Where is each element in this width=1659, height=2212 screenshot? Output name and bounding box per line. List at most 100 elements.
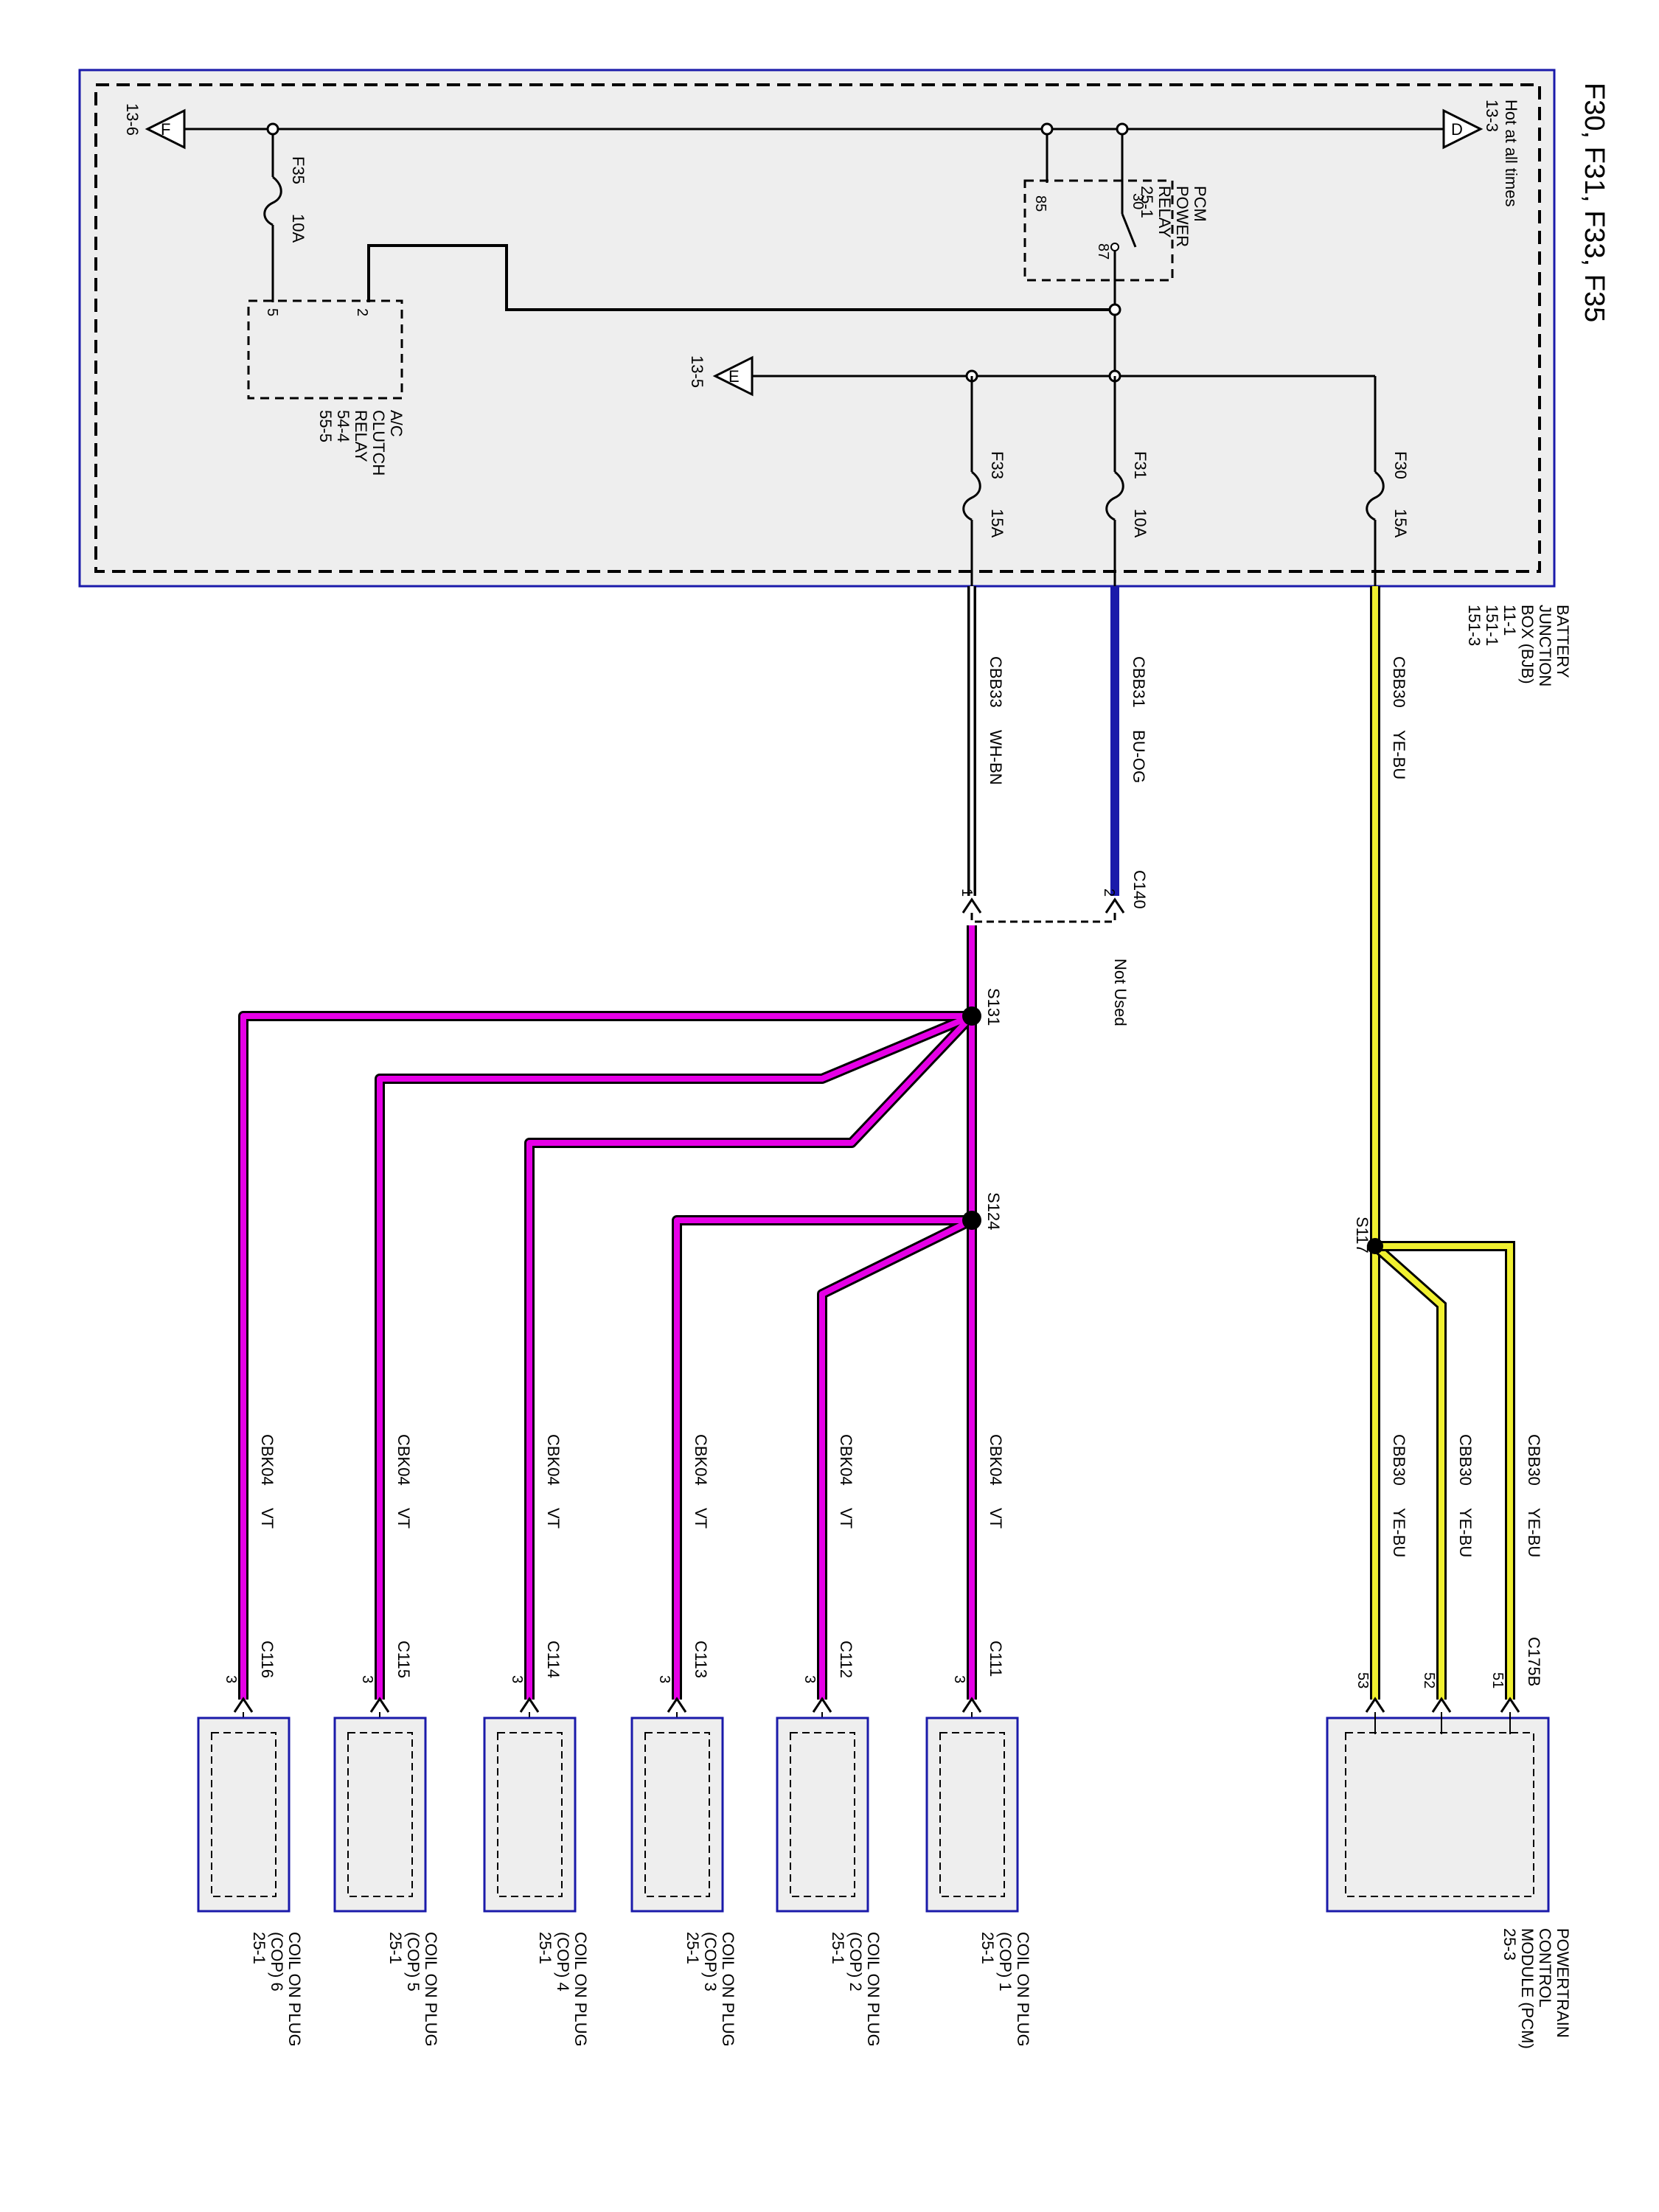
wire-cbb30-to-51-fill [1375,1243,1513,1700]
c175b-pin-53-symbol [1365,1697,1385,1713]
cbk04-cop3-circuit: CBK04 [692,1434,710,1486]
cbk04-cop2-circuit: CBK04 [837,1434,855,1486]
cop-4-label-1: COIL ON PLUG [571,1932,590,2047]
offpage-flag-d [1442,108,1484,150]
c113-pin: 3 [656,1675,672,1683]
f31-fuse-symbol [1105,470,1124,521]
cop-6-label-3: 25-1 [250,1932,268,1964]
cbk04-cop1-circuit: CBK04 [987,1434,1005,1486]
c116-pin: 3 [223,1675,239,1683]
cop-1-box [925,1717,1019,1913]
cbb30-circuit: CBB30 [1390,656,1408,708]
splice-s117 [1367,1238,1383,1254]
cop-3-label-3: 25-1 [684,1932,702,1964]
flag-e-letter: E [728,367,740,386]
offpage-flag-f [145,108,186,150]
c175b-pin-51-symbol [1500,1697,1520,1713]
s131-label: S131 [984,988,1003,1026]
cbb30-branch-52-circuit: CBB30 [1456,1434,1475,1486]
cop-3-box [630,1717,724,1913]
cop-5-inner [347,1732,413,1897]
cop-1-inner [939,1732,1005,1897]
c113-pin-symbol [667,1697,687,1713]
s124-label: S124 [984,1192,1003,1230]
cbk04-cop4-color: VT [544,1508,563,1528]
c116-name: C116 [258,1641,276,1678]
relay-pin-87: 87 [1095,243,1111,260]
bus-ref-f: 13-6 [123,103,142,136]
c175b-pin-51: 51 [1489,1672,1506,1688]
f30-fuse-symbol [1366,470,1385,521]
ac-relay-label-5: 55-5 [316,410,335,442]
cop-4-box [483,1717,577,1913]
cop-4: C114 3 COIL ON PLUG (COP) 4 25-1 [483,1641,590,2047]
c114-pin-symbol [519,1697,540,1713]
cop-2-box [776,1717,869,1913]
c114-pin: 3 [509,1675,525,1683]
bjb-outer-box [78,69,1556,588]
node-f35 [266,122,279,136]
f33-fuse-symbol [962,470,981,521]
cop-3: C113 3 COIL ON PLUG (COP) 3 25-1 [630,1641,737,2047]
c175b-pin-52: 52 [1421,1672,1437,1688]
splice-s131 [962,1006,981,1026]
cop-3-label-2: (COP) 3 [701,1932,720,1992]
splice-s124 [962,1211,981,1230]
bjb-label-2: JUNCTION [1536,605,1554,686]
ac-relay-label-3: RELAY [352,410,370,462]
f35-rating: 10A [289,214,307,243]
cbb30-branch-51-circuit: CBB30 [1525,1434,1543,1486]
ac-relay-label-2: CLUTCH [369,410,388,476]
cop-2: C112 3 COIL ON PLUG (COP) 2 25-1 [776,1641,883,2047]
f31-id: F31 [1131,451,1150,479]
cop-6-label-1: COIL ON PLUG [285,1932,304,2047]
cop-6-inner [211,1732,276,1897]
node-relay30 [1116,122,1129,136]
cop-5-label-3: 25-1 [386,1932,405,1964]
cbk04-cop2-color: VT [837,1508,855,1528]
f35-id: F35 [289,156,307,184]
bjb-label-5: 151-1 [1483,605,1501,646]
cbk04-to-c114 [524,1012,976,1700]
hot-at-all-times-label: Hot at all times [1502,100,1520,207]
cbb33-color: WH-BN [987,730,1005,785]
f30-rating: 15A [1391,509,1410,538]
cop-2-label-3: 25-1 [829,1932,847,1964]
c112-pin: 3 [801,1675,818,1683]
cbk04-cop6-circuit: CBK04 [258,1434,276,1486]
cop-6-box [197,1717,291,1913]
cop-5-label-2: (COP) 5 [404,1932,422,1992]
c114-name: C114 [544,1641,563,1678]
wire-cbb30-to-52-fill [1373,1244,1444,1700]
cbb30-branch-51-color: YE-BU [1525,1508,1543,1557]
pcm-relay-label-1: PCM [1191,186,1209,222]
cbk04-to-c116 [238,1011,972,1700]
cop-3-label-1: COIL ON PLUG [719,1932,737,2047]
ac-relay-pin-5: 5 [264,308,280,316]
f31-rating: 10A [1131,509,1150,538]
cop-5-box [333,1717,427,1913]
cbb31-circuit: CBB31 [1130,656,1148,708]
c115-name: C115 [394,1641,413,1678]
c111-pin: 3 [951,1675,967,1683]
f33-rating: 15A [988,509,1006,538]
f30-id: F30 [1391,451,1410,479]
s117-label: S117 [1353,1217,1371,1253]
relay-contact [1110,243,1119,251]
cop-4-inner [497,1732,563,1897]
cop-1-label-3: 25-1 [978,1932,997,1964]
cbb30-branch-53-circuit: CBB30 [1390,1434,1408,1486]
c140-pin-2-symbol [1105,897,1125,914]
f33-id: F33 [988,451,1006,479]
cop-1-label-1: COIL ON PLUG [1014,1932,1032,2047]
relay-pin-85: 85 [1032,195,1048,212]
c112-pin-symbol [812,1697,832,1713]
cop-2-inner [790,1732,855,1897]
cbb31-color: BU-OG [1130,730,1148,783]
cop-5-label-1: COIL ON PLUG [422,1932,440,2047]
cbk04-cop1-color: VT [987,1508,1005,1528]
node-relay85 [1040,122,1054,136]
c175b-pin-52-symbol [1431,1697,1452,1713]
cbk04-cop6-color: VT [258,1508,276,1528]
